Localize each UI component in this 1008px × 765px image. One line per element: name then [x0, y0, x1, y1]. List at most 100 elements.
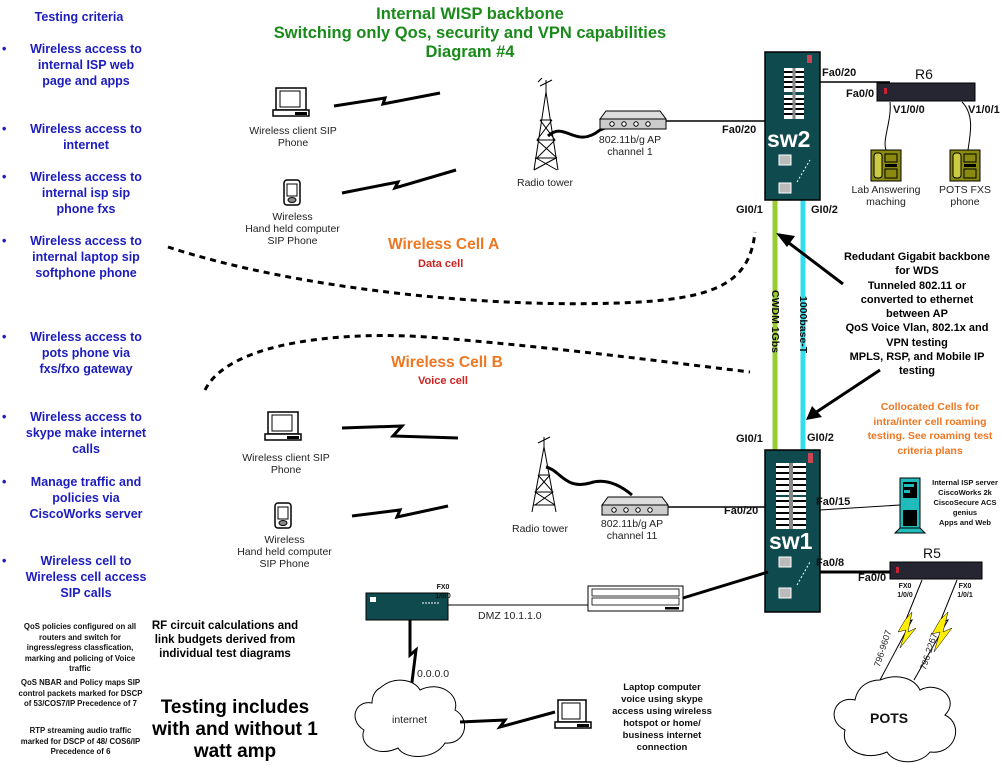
- internet-cloud-label: internet: [392, 714, 428, 726]
- cell-a-tower-label: Radio tower: [516, 177, 574, 189]
- cell-a-title: Wireless Cell A: [388, 236, 500, 253]
- sw1-gi2-port: GI0/2: [807, 432, 834, 444]
- antenna-cable: [545, 465, 633, 497]
- radio-tower-icon: [531, 436, 557, 513]
- qos-note-1: QoS policies configured on all routers a…: [23, 622, 137, 673]
- bullet-icon: •: [2, 475, 7, 489]
- title-line-1: Internal WISP backbone: [376, 5, 564, 23]
- r6-name: R6: [915, 66, 933, 82]
- criteria-item: •Wireless access to pots phone via fxs/f…: [2, 330, 142, 376]
- criteria-item: •Wireless access to internal ISP web pag…: [2, 42, 142, 88]
- desk-phone-icon: [949, 149, 981, 182]
- testing-criteria-heading: Testing criteria: [34, 10, 124, 24]
- laptop-icon: [272, 87, 310, 117]
- criteria-item: •Wireless access to internal laptop sip …: [2, 234, 142, 280]
- wireless-link-icon: [459, 710, 556, 730]
- wan-link: [408, 620, 418, 691]
- cell-b-tower-label: Radio tower: [511, 523, 569, 535]
- diagram-title: Internal WISP backbone Switching only Qo…: [220, 5, 720, 62]
- r5-name: R5: [923, 545, 941, 561]
- cell-a-boundary: [167, 231, 757, 306]
- arrow-icon: [806, 368, 881, 420]
- criteria-item: •Wireless access to internal isp sip pho…: [2, 170, 142, 216]
- switch-sw1-icon[interactable]: [764, 449, 821, 613]
- bullet-icon: •: [2, 170, 7, 184]
- sw2-gi2-port: GI0/2: [811, 204, 838, 216]
- laptop-icon: [554, 699, 592, 729]
- bullet-icon: •: [2, 410, 7, 424]
- bullet-icon: •: [2, 554, 7, 568]
- wireless-link-icon: [333, 91, 441, 108]
- bullet-icon: •: [2, 330, 7, 344]
- criteria-item: •Wireless access to skype make internet …: [2, 410, 147, 456]
- qos-note-2: QoS NBAR and Policy maps SIP control pac…: [18, 678, 143, 708]
- sw2-name: sw2: [767, 126, 811, 152]
- sw1-server-port: Fa0/15: [816, 496, 851, 508]
- testing-includes-note: Testing includes with and without 1 watt…: [152, 697, 318, 762]
- cell-a-subtitle: Data cell: [418, 258, 464, 270]
- sw1-ap-port: Fa0/20: [724, 505, 759, 517]
- lightning-bolt-icon: [897, 611, 917, 649]
- pots-cloud-label: POTS: [870, 710, 909, 726]
- wireless-link-icon: [351, 504, 449, 520]
- phone-cord: [884, 101, 891, 151]
- access-point-icon: [601, 496, 669, 516]
- wan-address-label: 0.0.0.0: [417, 668, 450, 680]
- sw2-ap-port: Fa0/20: [722, 124, 757, 136]
- access-point-icon: [599, 110, 667, 130]
- 1000base-t-label: 1000base-T: [797, 296, 809, 354]
- r6-v1-port: V1/0/1: [968, 104, 1000, 116]
- internet-cloud-icon: [354, 679, 465, 757]
- phone-cord: [961, 101, 972, 151]
- handheld-pda-icon: [283, 179, 301, 206]
- firewall-router-icon[interactable]: [365, 592, 449, 621]
- title-line-2: Switching only Qos, security and VPN cap…: [273, 24, 667, 42]
- router-led: [896, 567, 899, 573]
- rf-note: RF circuit calculations and link budgets…: [151, 620, 299, 660]
- sw1-gi1-port: GI0/1: [736, 433, 763, 445]
- router-r6-icon[interactable]: [876, 82, 976, 102]
- arrow-icon: [776, 233, 844, 286]
- dmz-label: DMZ 10.1.1.0: [478, 610, 542, 622]
- hub-icon: [587, 585, 684, 612]
- sw2-gi1-port: GI0/1: [736, 204, 763, 216]
- sw1-name: sw1: [769, 528, 813, 554]
- ethernet-link: [819, 504, 901, 511]
- r6-fa-port: Fa0/0: [846, 88, 875, 100]
- laptop-icon: [264, 411, 302, 441]
- r6-v0-port: V1/0/0: [893, 104, 925, 116]
- bullet-icon: •: [2, 122, 7, 136]
- r5-fa-port: Fa0/0: [858, 572, 887, 584]
- bullet-icon: •: [2, 42, 7, 56]
- desk-phone-icon: [870, 149, 902, 182]
- wireless-link-icon: [341, 424, 459, 440]
- sw1-r5-port: Fa0/8: [816, 557, 845, 569]
- criteria-item: •Wireless cell to Wireless cell access S…: [2, 554, 147, 600]
- handheld-pda-icon: [274, 502, 292, 529]
- sw2-r6-port: Fa0/20: [822, 67, 857, 79]
- cell-b-title: Wireless Cell B: [391, 354, 503, 371]
- router-led: [884, 88, 887, 94]
- server-icon[interactable]: [893, 477, 927, 534]
- radio-tower-icon: [533, 77, 559, 171]
- bullet-icon: •: [2, 234, 7, 248]
- criteria-item: •Wireless access to internet: [2, 122, 142, 152]
- router-r5-icon[interactable]: [889, 561, 983, 580]
- switch-sw2-icon[interactable]: [764, 51, 821, 201]
- ethernet-link: [682, 570, 769, 600]
- cell-b-subtitle: Voice cell: [418, 375, 468, 387]
